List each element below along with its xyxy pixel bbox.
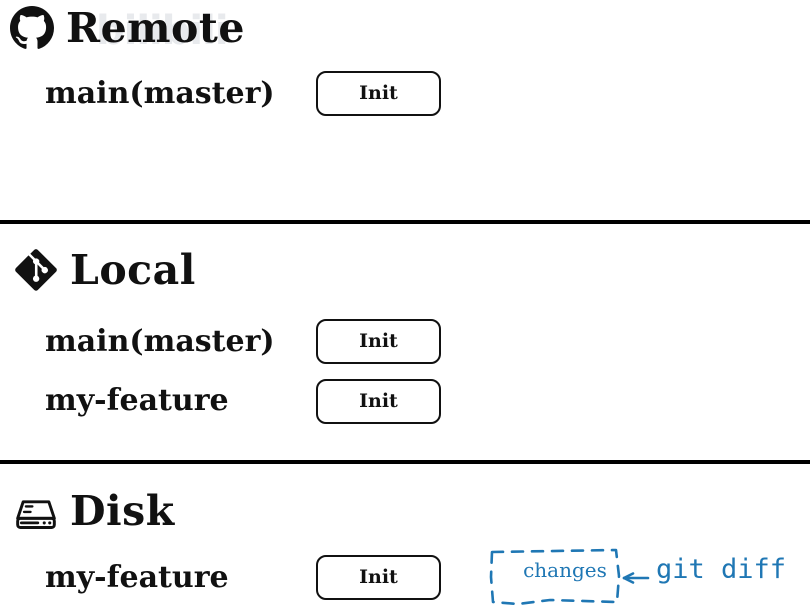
init-button-local-my-feature[interactable]: Init (316, 379, 441, 424)
init-button-label: Init (359, 566, 398, 588)
branch-label: my-feature (45, 559, 229, 595)
divider-local-disk (0, 460, 810, 464)
section-title-local: Local (70, 245, 196, 294)
branch-row-disk-my-feature: my-feature (45, 553, 229, 601)
init-button-label: Init (359, 390, 398, 412)
section-header-remote: Remote (10, 6, 245, 50)
branch-label: main(master) (45, 323, 275, 359)
section-header-local: Local (14, 248, 196, 292)
branch-label: main(master) (45, 75, 275, 111)
branch-row-remote-main: main(master) (45, 69, 275, 117)
changes-annotation-svg (489, 548, 650, 606)
init-button-disk-my-feature[interactable]: Init (316, 555, 441, 600)
branch-row-local-my-feature: my-feature (45, 376, 229, 424)
branch-row-local-main: main(master) (45, 317, 275, 365)
git-icon (14, 248, 58, 292)
changes-annotation-group: changes git diff (488, 546, 810, 610)
init-button-remote-main[interactable]: Init (316, 71, 441, 116)
divider-remote-local (0, 220, 810, 224)
github-icon (10, 6, 54, 50)
section-title-disk: Disk (70, 486, 175, 535)
init-button-label: Init (359, 330, 398, 352)
hard-drive-icon (14, 489, 58, 533)
init-button-label: Init (359, 82, 398, 104)
init-button-local-main[interactable]: Init (316, 319, 441, 364)
section-title-remote: Remote (66, 3, 245, 52)
section-header-disk: Disk (14, 489, 175, 533)
git-diff-command-label: git diff (656, 554, 787, 585)
bilibili-watermark: bilibili (96, 8, 229, 54)
changes-box-label: changes (523, 558, 607, 582)
branch-label: my-feature (45, 382, 229, 418)
